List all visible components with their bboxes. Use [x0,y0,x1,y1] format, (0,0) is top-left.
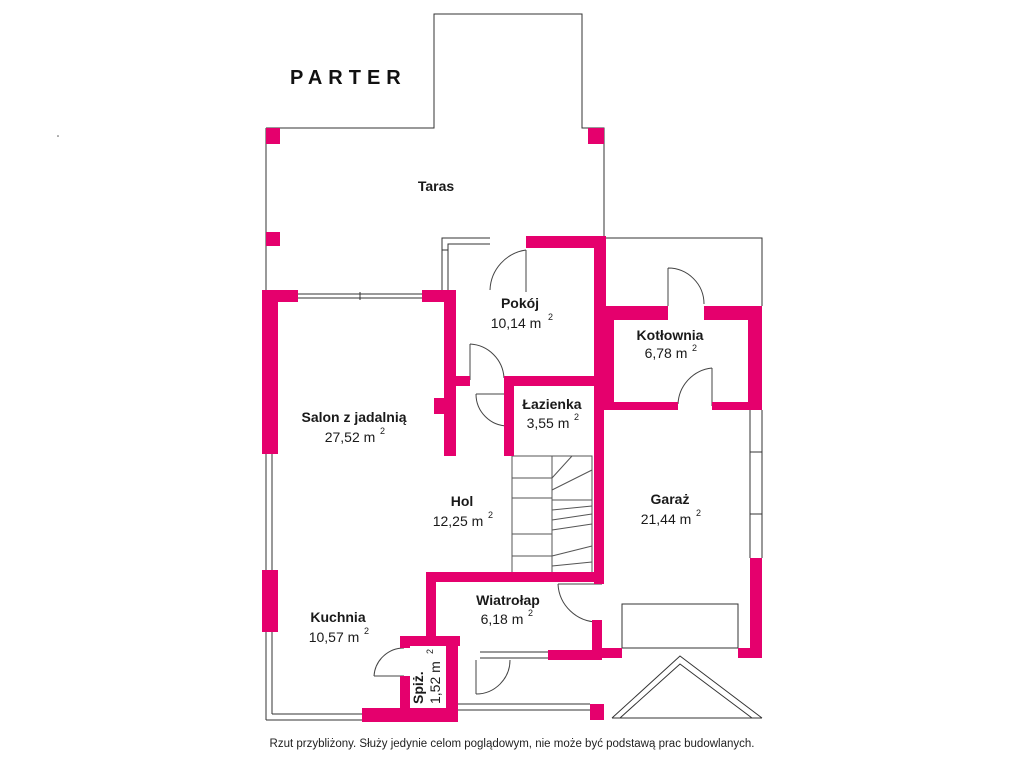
room-area-garaz: 21,44 m [641,511,692,527]
unit-sup-wiatrolap: 2 [528,608,533,618]
unit-sup-garaz: 2 [696,508,701,518]
room-name-lazienka: Łazienka [522,396,581,412]
footnote: Rzut przybliżony. Służy jedynie celom po… [269,738,755,750]
room-area-lazienka: 3,55 m [527,415,570,431]
room-area-wiatrolap: 6,18 m [481,611,524,627]
room-area-hol: 12,25 m [433,513,484,529]
room-name-wiatrolap: Wiatrołap [476,592,540,608]
door-pokoj [489,249,527,292]
door-lazienka [475,393,509,427]
room-name-salon: Salon z jadalnią [301,409,406,425]
room-area-salon: 27,52 m [325,429,376,445]
door-entrance [475,659,511,695]
room-labels: Taras Pokój 10,14 m 2 Kotłownia 6,78 m 2… [301,178,703,704]
room-name-kuchnia: Kuchnia [310,609,365,625]
doors [373,249,713,695]
stray-dot [57,135,59,137]
unit-sup-pokoj: 2 [548,312,553,322]
unit-sup-kotlownia: 2 [692,343,697,353]
unit-sup-lazienka: 2 [574,412,579,422]
staircase [511,455,593,581]
plan-title: PARTER [290,67,407,89]
room-name-taras: Taras [418,178,455,194]
room-name-garaz: Garaż [651,491,690,507]
room-area-kotlownia: 6,78 m [645,345,688,361]
unit-sup-salon: 2 [380,426,385,436]
room-area-pokoj: 10,14 m [491,315,542,331]
room-area-spiz: 1,52 m [427,661,443,704]
room-name-hol: Hol [451,493,474,509]
room-name-pokoj: Pokój [501,295,539,311]
room-name-kotlownia: Kotłownia [637,327,704,343]
door-wiatrolap-garaz [557,583,602,623]
walls-structural [262,128,762,722]
unit-sup-kuchnia: 2 [364,626,369,636]
door-spiz [373,647,405,677]
room-name-spiz: Spiż. [410,671,426,704]
door-kotlownia-top [667,267,705,306]
door-kotlownia-garaz [677,367,713,406]
unit-sup-hol: 2 [488,510,493,520]
unit-sup-spiz: 2 [425,649,435,654]
door-pokoj-hol [469,343,505,380]
room-area-kuchnia: 10,57 m [309,629,360,645]
terrace-outline [265,13,605,292]
